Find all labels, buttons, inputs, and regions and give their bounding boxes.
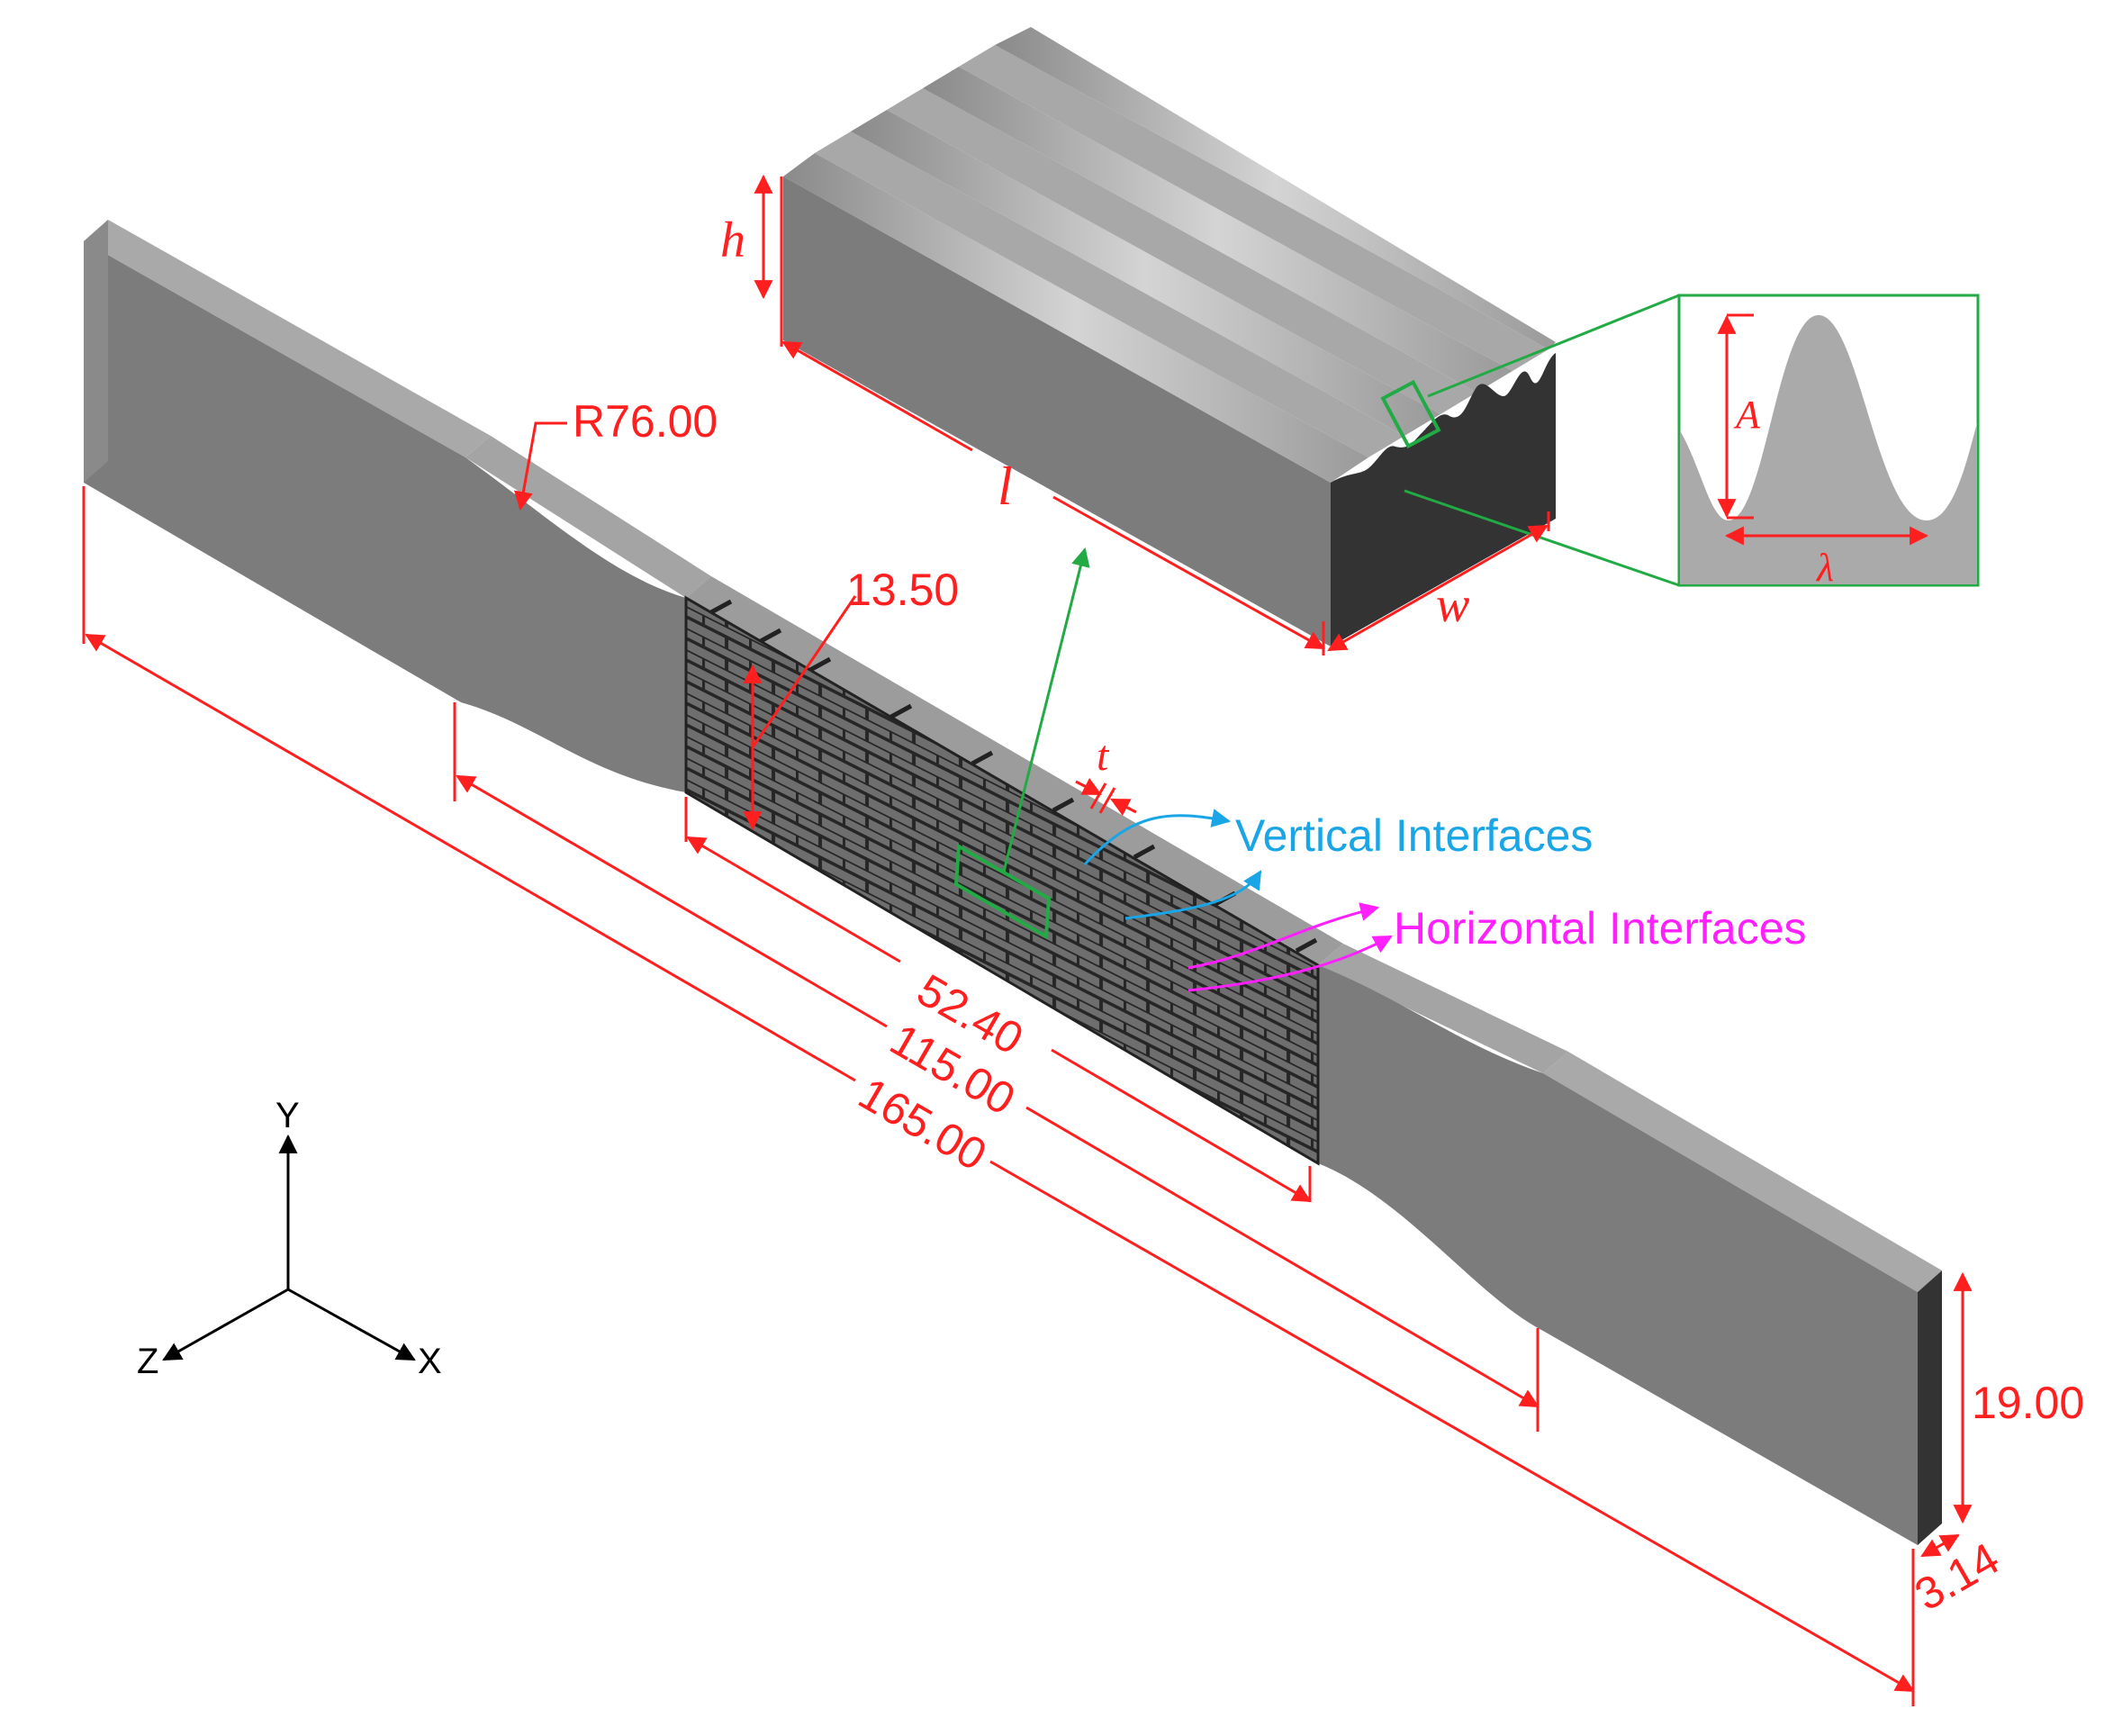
thickness-t-b [1110, 798, 1137, 817]
length-dim-a [781, 340, 973, 452]
gauge-height-label: 13.50 [846, 565, 959, 615]
width-label: w [1436, 577, 1469, 633]
specimen-left-end [84, 220, 108, 483]
inset-wave [1680, 315, 1977, 584]
rve-front-face [783, 176, 1331, 646]
gauge-height-leader [751, 595, 857, 748]
overall-length-dim-a [85, 633, 856, 1082]
specimen-front-face-right [1318, 965, 1918, 1545]
coordinate-triad: Y X Z [137, 1096, 442, 1381]
length-label: l [998, 457, 1013, 516]
interface-callouts: Vertical Interfaces Horizontal Interface… [953, 547, 1807, 992]
radius-label: R76.00 [573, 396, 718, 447]
parallel-length-dim-a [456, 774, 888, 1028]
overall-length-dim-b [989, 1160, 1915, 1693]
specimen-front-face [84, 241, 686, 792]
vertical-interface-arrow-1 [1083, 809, 1232, 866]
rve-block [783, 27, 1556, 646]
wavelength-label: λ [1815, 546, 1834, 590]
horizontal-interfaces-label: Horizontal Interfaces [1394, 903, 1807, 954]
parallel-length-dim-b [1025, 1106, 1540, 1408]
width-dim [1327, 524, 1549, 652]
brick-length-dim-a [686, 836, 901, 963]
dogbone-specimen [84, 220, 1942, 1545]
thickness-t-a [1075, 777, 1102, 796]
rve-ribs [783, 27, 1556, 483]
horizontal-interface-arrow-1 [1187, 902, 1380, 970]
horizontal-interface-arrow-2 [1187, 935, 1393, 992]
specimen-thickness-label: 3.14 [1907, 1533, 2008, 1620]
specimen-top-left-grip [84, 220, 491, 457]
wave-inset: A λ [1404, 294, 1980, 590]
specimen-top-right-shoulder [1318, 944, 1568, 1073]
brick-length-dim-b [1051, 1048, 1312, 1203]
specimen-top-gauge [686, 576, 1343, 965]
specimen-end-face [1918, 1270, 1942, 1545]
z-axis-label: Z [137, 1342, 158, 1381]
gauge-callout-box [953, 843, 1052, 940]
x-axis-arrow [287, 1288, 416, 1361]
height-label: h [720, 212, 745, 268]
radius-leader [513, 421, 567, 511]
interface-thickness-label: t [1097, 732, 1110, 780]
amplitude-label: A [1733, 393, 1761, 437]
length-dim-b [1052, 495, 1325, 650]
vertical-interface-arrow-2 [1124, 870, 1262, 920]
y-axis-label: Y [275, 1096, 300, 1135]
brick-gauge-section [686, 598, 1318, 1163]
rve-callout-box [1380, 379, 1441, 449]
grip-width-label: 19.00 [1972, 1378, 2084, 1428]
x-axis-label: X [418, 1342, 442, 1381]
gauge-callout-arrow [1002, 547, 1090, 873]
specimen-thickness-dim [1920, 1533, 1960, 1558]
specimen-top-right-grip [1543, 1052, 1942, 1292]
inset-connector-top [1427, 294, 1680, 398]
vertical-interfaces-label: Vertical Interfaces [1235, 810, 1593, 861]
z-axis-arrow [162, 1288, 289, 1361]
rve-dimensions: h l w [720, 174, 1550, 656]
